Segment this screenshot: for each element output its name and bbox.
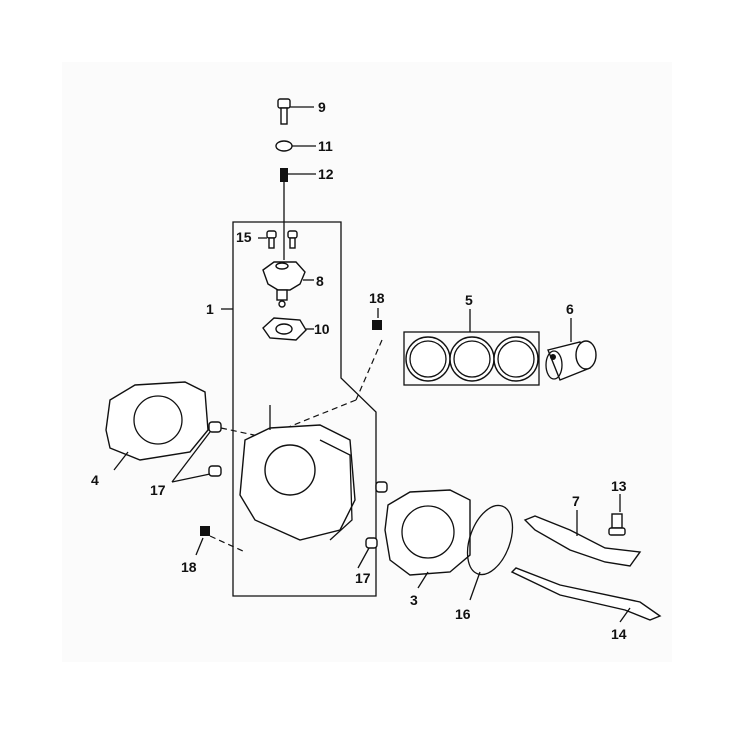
callout-14: 14 [611,626,627,642]
callout-12: 12 [318,166,334,182]
callout-4: 4 [91,472,99,488]
callout-16: 16 [455,606,471,622]
chain-guide-14 [510,567,662,623]
o-ring-16 [466,504,514,601]
spring-12 [280,168,316,260]
callout-6: 6 [566,301,574,317]
piston-6 [545,318,597,381]
callout-13: 13 [611,478,627,494]
callout-17-right: 17 [355,570,371,586]
bolt-18-top [285,308,383,429]
callout-18-bottom: 18 [181,559,197,575]
callout-15: 15 [236,229,252,245]
callout-18-top: 18 [369,290,385,306]
bolts-15 [258,230,298,249]
cylinder-group-outline [232,221,377,597]
callout-7: 7 [572,493,580,509]
cylinder-block [239,405,356,541]
washer-11 [275,140,316,152]
callout-5: 5 [465,292,473,308]
callout-1: 1 [206,301,214,317]
callout-3: 3 [410,592,418,608]
callout-8: 8 [316,273,324,289]
bolt-18-bottom [195,526,246,556]
callout-11: 11 [318,138,333,154]
callout-labels: 9 11 12 15 8 1 18 5 6 10 4 17 18 17 3 16… [91,99,627,642]
bolt-13 [608,494,626,536]
callout-17-left: 17 [150,482,166,498]
bolt-9 [277,98,314,125]
gasket-4 [105,381,209,471]
callout-9: 9 [318,99,326,115]
tensioner-8 [262,261,314,308]
piston-rings-5 [403,309,540,386]
callout-10: 10 [314,321,330,337]
gasket-10 [262,317,314,341]
gasket-3 [357,481,471,589]
chain-guide-7 [523,510,642,567]
